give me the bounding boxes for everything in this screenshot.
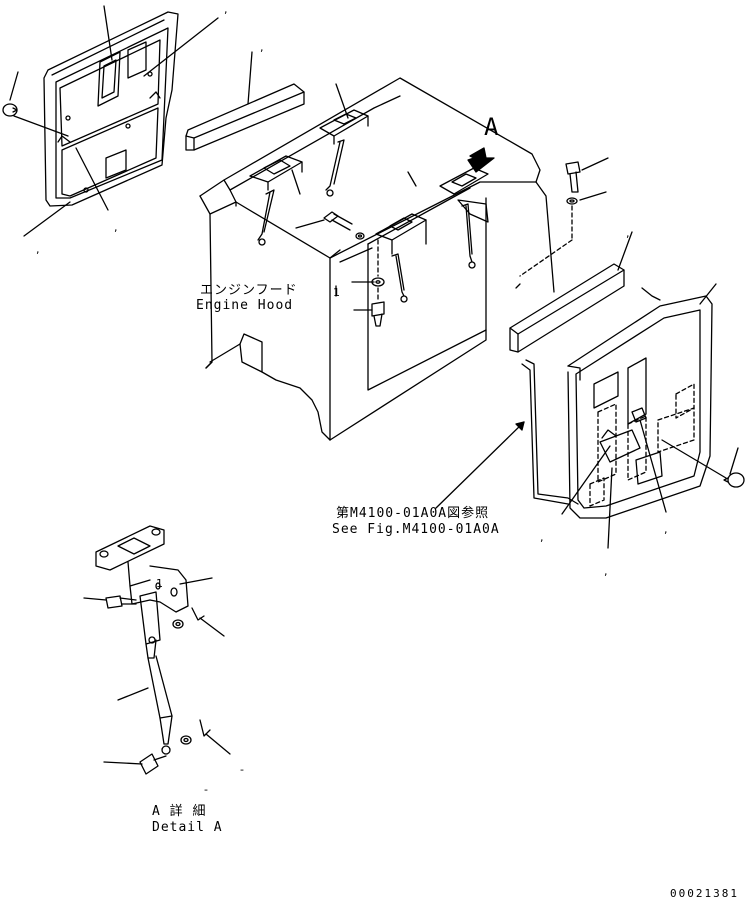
- see-fig-label-en: See Fig.M4100-01A0A: [332, 522, 500, 537]
- detail-a-leaders: [83, 577, 231, 765]
- item-mark: ,: [540, 531, 544, 544]
- engine-hood-label-jp: エンジンフード: [200, 283, 298, 298]
- hood-hinge-2: [319, 109, 369, 145]
- detail-a-bracket: [95, 525, 189, 613]
- item-mark: ,: [36, 243, 40, 256]
- left-knob: [2, 103, 18, 117]
- right-door-rod: [521, 287, 661, 505]
- item-mark: -: [240, 763, 244, 776]
- left-door-panel: [43, 11, 179, 207]
- item-mark: ,: [664, 523, 668, 536]
- item-mark: ,: [260, 41, 264, 54]
- gas-spring-2: [325, 139, 345, 197]
- drawing-number: 00021381: [670, 887, 739, 900]
- view-arrow-marker: [467, 147, 495, 173]
- detail-a-bolts: [105, 595, 192, 775]
- item-mark: ,: [114, 221, 118, 234]
- see-fig-label-jp: 第M4100-01A0A図参照: [336, 506, 490, 521]
- hood-hinge-3: [375, 213, 427, 255]
- gas-spring-1: [257, 189, 275, 246]
- detail-a-label-en: Detail A: [152, 820, 223, 835]
- item-mark: 1: [333, 286, 340, 299]
- right-door-panel: [567, 295, 713, 519]
- hood-hinge-1: [249, 155, 303, 191]
- left-door-leaders: [9, 5, 219, 237]
- detail-a-gas-spring: [139, 591, 173, 755]
- item-mark: ,: [604, 565, 608, 578]
- seal-strip-top: [185, 51, 305, 151]
- right-door-leaders: [435, 283, 739, 549]
- engine-hood: [199, 77, 555, 441]
- hood-hinge-4: [439, 167, 489, 223]
- hood-leaders: [291, 83, 609, 311]
- gas-spring-4: [461, 203, 476, 269]
- item-mark: 1: [156, 577, 163, 590]
- item-mark: ,: [626, 227, 630, 240]
- hood-bolt-1: [323, 211, 365, 240]
- detail-a-label-jp: A 詳 細: [152, 804, 207, 819]
- gas-spring-3: [391, 253, 408, 303]
- engine-hood-label-en: Engine Hood: [196, 298, 294, 313]
- right-knob: [723, 472, 745, 488]
- hood-washer-stack: [371, 239, 385, 327]
- seal-strip-right: [509, 231, 633, 353]
- callout-letter-a: A: [484, 113, 499, 141]
- item-mark: ,: [224, 3, 228, 16]
- item-mark: -: [204, 783, 208, 796]
- hood-bolt-right: [515, 161, 581, 289]
